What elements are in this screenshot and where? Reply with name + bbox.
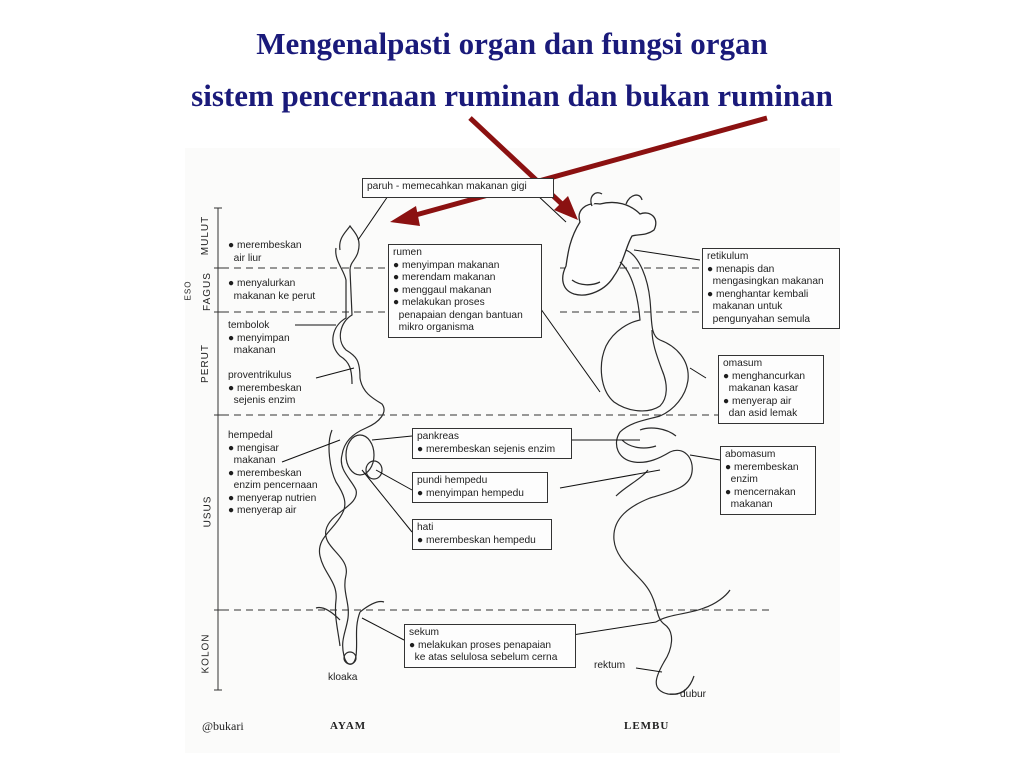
pundi-hempedu-box: pundi hempedu ● menyimpan hempedu (412, 472, 548, 503)
proventrikulus-label: proventrikulus ● merembeskan sejenis enz… (228, 370, 302, 406)
sekum-box: sekum ● melakukan proses penapaian ke at… (404, 624, 576, 668)
region-label-usus: USUS (202, 495, 214, 528)
rumen-box: rumen ● menyimpan makanan ● merendam mak… (388, 244, 542, 338)
pankreas-box: pankreas ● merembeskan sejenis enzim (412, 428, 572, 459)
region-label-perut: PERUT (199, 344, 211, 383)
ayam-caption: AYAM (330, 720, 367, 732)
cow-head (562, 192, 657, 296)
region-label-fagus: FAGUS (201, 272, 213, 311)
lembu-caption: LEMBU (624, 720, 670, 732)
dubur-label: dubur (680, 689, 707, 700)
omasum-box: omasum ● menghancurkan makanan kasar ● m… (718, 355, 824, 424)
kloaka-label: kloaka (328, 672, 358, 683)
hati-box: hati ● merembeskan hempedu (412, 519, 552, 550)
mulut-function-label: ● merembeskan air liur (228, 240, 302, 264)
region-label-kolon: KOLON (200, 633, 212, 674)
tembolok-label: tembolok ● menyimpan makanan (228, 320, 290, 356)
region-label-eso: ESO (183, 280, 193, 301)
title-line-2: sistem pencernaan ruminan dan bukan rumi… (191, 78, 833, 113)
region-label-mulut: MULUT (200, 215, 212, 256)
paruh-box: paruh - memecahkan makanan gigi (362, 178, 554, 198)
red-arrows (390, 115, 768, 226)
credit-label: @bukari (202, 719, 244, 733)
hempedal-label: hempedal ● mengisar makanan ● merembeska… (228, 430, 318, 516)
region-brackets (214, 207, 222, 691)
leader-lines (281, 185, 721, 695)
abomasum-box: abomasum ● merembeskan enzim ● mencernak… (720, 446, 816, 515)
esofagus-function-label: ● menyalurkan makanan ke perut (228, 278, 316, 302)
rektum-label: rektum (594, 660, 626, 671)
chicken-tract (315, 224, 385, 665)
title-line-1: Mengenalpasti organ dan fungsi organ (256, 26, 768, 61)
retikulum-box: retikulum ● menapis dan mengasingkan mak… (702, 248, 840, 329)
